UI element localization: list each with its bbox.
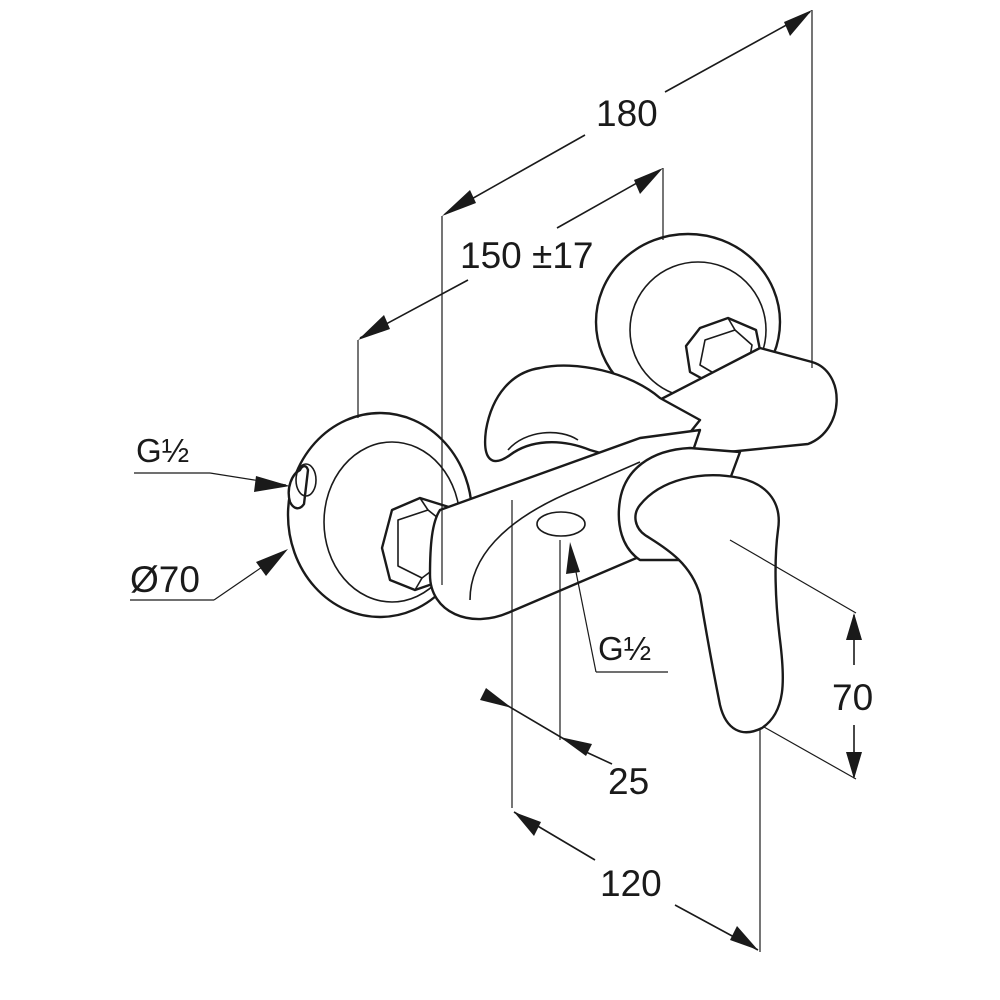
inlet-leader [134, 472, 290, 492]
lever-handle [634, 474, 785, 734]
dimension-150 [357, 168, 664, 418]
dim-120-label: 120 [600, 863, 662, 904]
rosette-diameter-label: Ø70 [130, 559, 200, 600]
dim-180-label: 180 [596, 93, 658, 134]
dim-25-label: 25 [608, 761, 649, 802]
outlet-thread-label: G½ [598, 630, 651, 667]
dimension-70 [729, 539, 862, 780]
inlet-thread-label: G½ [136, 432, 189, 469]
dimension-120 [513, 728, 761, 952]
diameter-leader [130, 549, 288, 601]
dimension-180 [441, 10, 813, 585]
dim-150-label: 150 ±17 [460, 235, 593, 276]
mixer-body [286, 232, 838, 734]
outlet-ellipse [536, 511, 586, 537]
dim-70-label: 70 [832, 677, 873, 718]
dimension-25 [480, 500, 613, 808]
outlet-leader [566, 542, 668, 673]
